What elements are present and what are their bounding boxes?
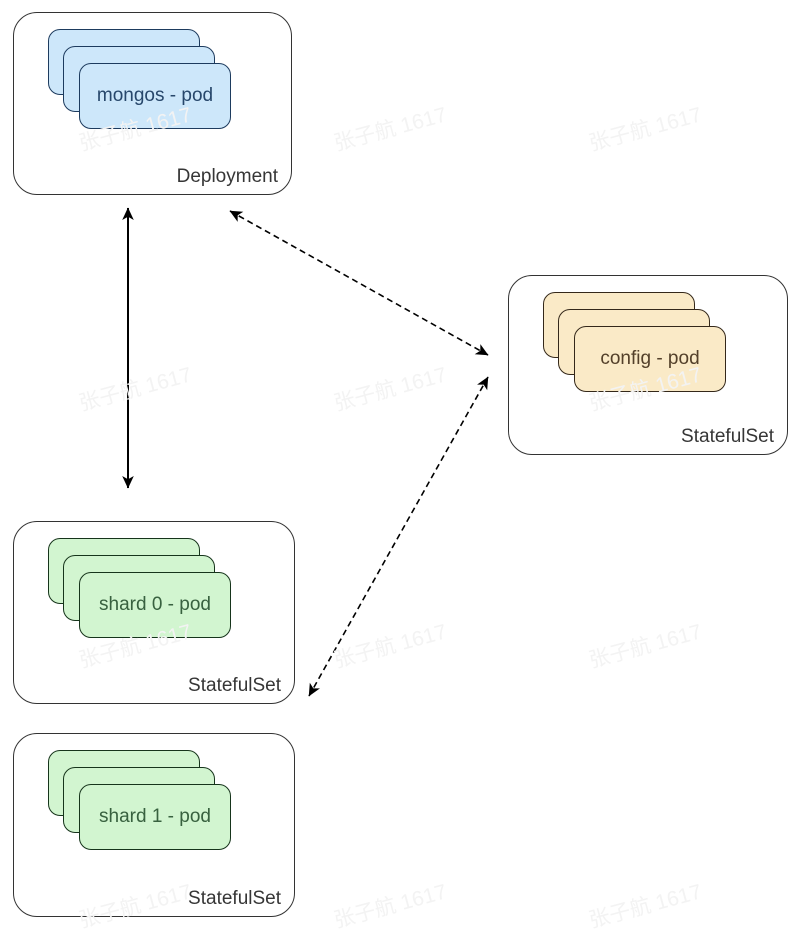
arrow-deployment-config	[229, 210, 489, 356]
shard0-statefulset-type-label: StatefulSet	[188, 675, 281, 696]
shard1-statefulset-group: shard 1 - pod StatefulSet	[13, 733, 295, 917]
watermark: 张子航 1617	[331, 103, 450, 156]
config-pod-label: config - pod	[600, 348, 700, 369]
deployment-group: mongos - pod Deployment	[13, 12, 292, 195]
shard1-pod: shard 1 - pod	[79, 784, 231, 850]
watermark: 张子航 1617	[586, 880, 705, 931]
watermark: 张子航 1617	[331, 880, 450, 931]
config-statefulset-group: config - pod StatefulSet	[508, 275, 788, 455]
deployment-type-label: Deployment	[176, 166, 278, 187]
config-pod: config - pod	[574, 326, 726, 392]
watermark: 张子航 1617	[331, 620, 450, 673]
shard1-statefulset-type-label: StatefulSet	[188, 888, 281, 909]
config-statefulset-type-label: StatefulSet	[681, 426, 774, 447]
shard0-pod-label: shard 0 - pod	[99, 594, 211, 615]
shard0-statefulset-group: shard 0 - pod StatefulSet	[13, 521, 295, 704]
watermark: 张子航 1617	[586, 103, 705, 156]
shard0-pod: shard 0 - pod	[79, 572, 231, 638]
shard1-pod-label: shard 1 - pod	[99, 806, 211, 827]
arrow-config-shard1	[308, 376, 489, 697]
watermark: 张子航 1617	[76, 363, 195, 416]
mongos-pod: mongos - pod	[79, 63, 231, 129]
mongos-pod-label: mongos - pod	[96, 85, 214, 106]
watermark: 张子航 1617	[586, 620, 705, 673]
watermark: 张子航 1617	[331, 363, 450, 416]
